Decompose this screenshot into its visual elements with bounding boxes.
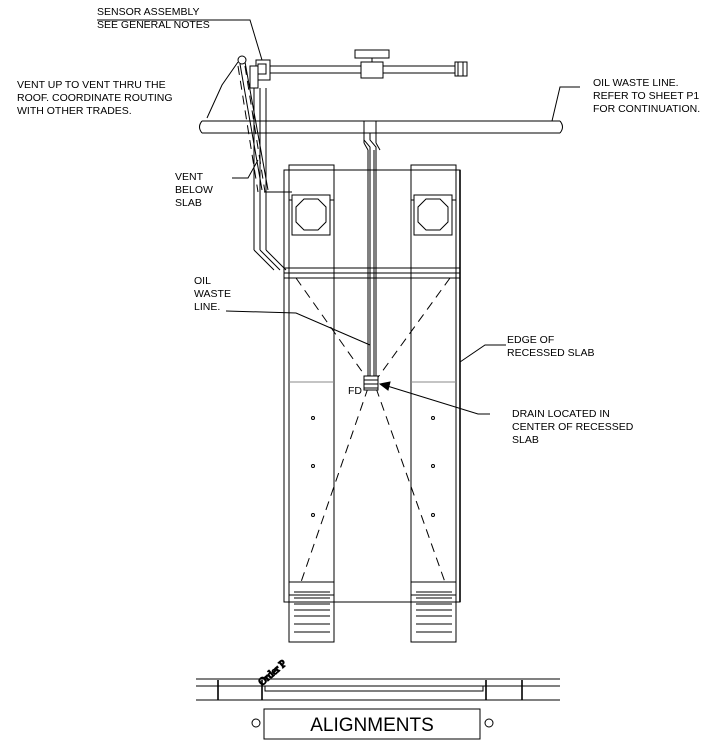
floor-drain <box>363 375 379 391</box>
rail-grate-left <box>294 591 330 633</box>
oil-waste-line-label: OIL WASTE LINE. <box>194 275 231 313</box>
recessed-slab <box>283 169 461 603</box>
lift-rail-left <box>288 164 335 643</box>
title-block: ALIGNMENTS <box>251 708 494 740</box>
oil-waste-main-line <box>199 120 563 134</box>
svg-text:REFER TO SHEET P1: REFER TO SHEET P1 <box>593 90 699 102</box>
vent-up-note: VENT UP TO VENT THRU THE ROOF. COORDINAT… <box>17 79 173 117</box>
svg-text:CENTER OF RECESSED: CENTER OF RECESSED <box>512 421 634 433</box>
svg-text:SLAB: SLAB <box>512 434 539 446</box>
svg-text:DRAIN LOCATED IN: DRAIN LOCATED IN <box>512 408 610 420</box>
svg-text:VENT UP TO VENT THRU THE: VENT UP TO VENT THRU THE <box>17 79 166 91</box>
sensor-assembly-note: SENSOR ASSEMBLY SEE GENERAL NOTES <box>97 6 210 31</box>
svg-text:ROOF. COORDINATE ROUTING: ROOF. COORDINATE ROUTING <box>17 92 173 104</box>
svg-text:SLAB: SLAB <box>175 197 202 209</box>
drain-location-note: DRAIN LOCATED IN CENTER OF RECESSED SLAB <box>512 408 634 446</box>
svg-text:BELOW: BELOW <box>175 184 213 196</box>
svg-text:WASTE: WASTE <box>194 288 231 300</box>
svg-text:RECESSED SLAB: RECESSED SLAB <box>507 347 595 359</box>
svg-text:SENSOR ASSEMBLY: SENSOR ASSEMBLY <box>97 6 200 18</box>
svg-text:Order P: Order P <box>257 658 289 688</box>
svg-text:SEE GENERAL NOTES: SEE GENERAL NOTES <box>97 19 210 31</box>
vent-pipes <box>237 55 292 271</box>
oil-waste-line-note: OIL WASTE LINE. REFER TO SHEET P1 FOR CO… <box>593 77 700 115</box>
svg-text:VENT: VENT <box>175 171 204 183</box>
svg-text:OIL: OIL <box>194 275 211 287</box>
title-block-label: ALIGNMENTS <box>310 715 434 736</box>
svg-text:WITH OTHER TRADES.: WITH OTHER TRADES. <box>17 105 132 117</box>
svg-text:FOR CONTINUATION.: FOR CONTINUATION. <box>593 103 700 115</box>
oil-waste-drop <box>363 121 381 379</box>
sensor-assembly <box>249 49 468 89</box>
watermark: Order P <box>256 658 290 689</box>
rail-grate-right <box>416 591 452 633</box>
vent-below-slab-note: VENT BELOW SLAB <box>175 171 213 209</box>
alignment-elevation <box>196 678 560 701</box>
svg-text:LINE.: LINE. <box>194 301 220 313</box>
leader-lines <box>97 19 580 415</box>
lift-rail-right <box>410 164 457 643</box>
edge-of-recessed-slab-note: EDGE OF RECESSED SLAB <box>507 334 595 359</box>
floor-drain-tag: FD <box>348 385 362 397</box>
svg-text:OIL WASTE LINE.: OIL WASTE LINE. <box>593 77 679 89</box>
svg-text:EDGE OF: EDGE OF <box>507 334 554 346</box>
